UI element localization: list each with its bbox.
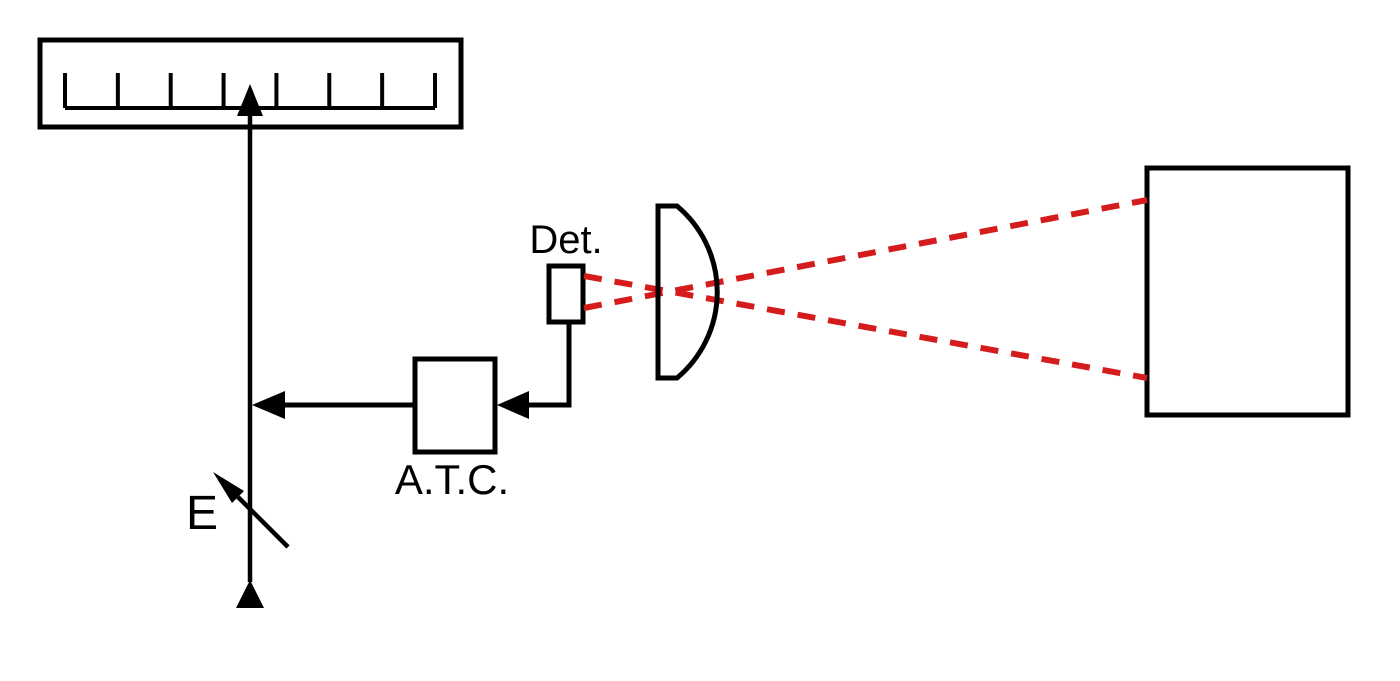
ray-lower	[583, 273, 1148, 381]
detector: Det.	[528, 218, 603, 408]
meter-pointer-arrowhead-icon	[237, 84, 263, 116]
emf-adjust-arrowhead-icon	[213, 472, 244, 503]
radiation-rays	[583, 197, 1148, 381]
atc-input-arrowhead-icon	[497, 391, 529, 419]
meter-ticks	[63, 73, 437, 108]
detector-box	[546, 263, 586, 325]
detector-label: Det.	[529, 218, 602, 262]
line-end-triangle-icon	[236, 580, 264, 608]
atc-output-arrowhead-icon	[252, 391, 285, 419]
emf-adjust-arrow-shaft	[236, 495, 290, 549]
lens	[655, 203, 720, 381]
emf-source: E	[186, 472, 290, 608]
ray-upper	[583, 197, 1148, 311]
atc-box	[412, 356, 498, 455]
atc-label: A.T.C.	[395, 456, 509, 503]
atc-controller: A.T.C.	[252, 356, 529, 503]
emf-label: E	[186, 487, 218, 540]
target-source-box	[1144, 165, 1351, 418]
detector-output-wire	[528, 322, 572, 408]
